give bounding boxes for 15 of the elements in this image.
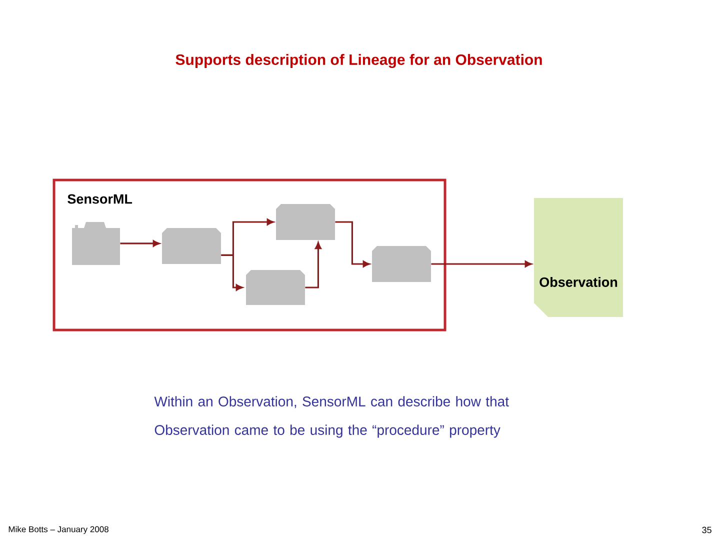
arrow xyxy=(335,221,370,268)
page-number: 35 xyxy=(702,526,712,534)
process-box xyxy=(372,246,431,282)
arrow xyxy=(305,242,322,288)
process-box xyxy=(276,204,335,240)
arrow xyxy=(221,254,243,291)
arrow xyxy=(431,260,532,268)
process-box xyxy=(246,270,305,305)
process-box xyxy=(162,228,221,264)
footer-text: Mike Botts – January 2008 xyxy=(8,526,108,534)
sensor-shape xyxy=(72,222,120,265)
arrow xyxy=(120,240,160,247)
title: Supports description of Lineage for an Observation xyxy=(176,54,542,68)
frame-box: SensorML xyxy=(52,178,446,332)
description-text: Within an Observation, SensorML can describe how that Observation came to be using the “procedure” property xyxy=(154,396,509,438)
